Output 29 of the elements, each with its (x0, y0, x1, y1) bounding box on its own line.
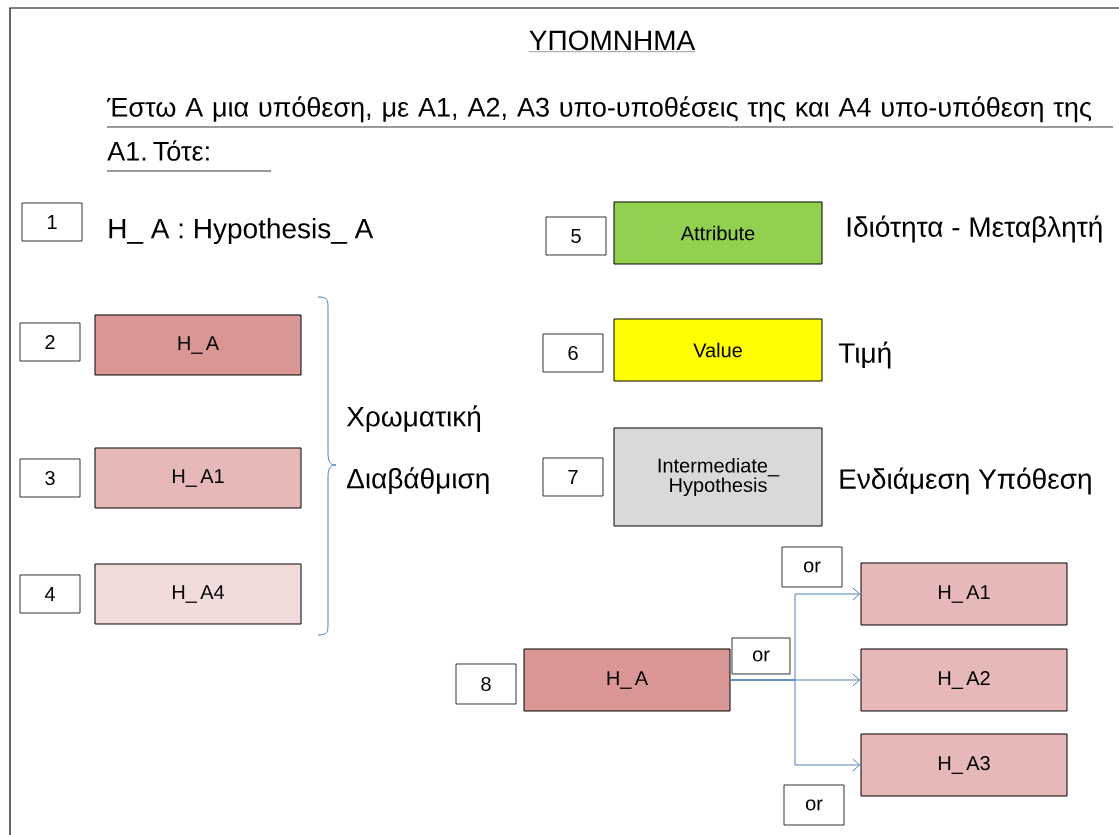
legend-box: Intermediate_ Hypothesis (613, 427, 823, 527)
hypothesis-box: H_ A (523, 648, 731, 712)
description: Ιδιότητα - Μεταβλητή (847, 215, 1102, 243)
number-box: 6 (542, 333, 604, 373)
hypothesis-box: H_ A1 (94, 447, 302, 509)
or-box: or (783, 784, 845, 826)
description: Τιμή (838, 341, 891, 369)
hypothesis-box: H_ A3 (860, 733, 1068, 797)
hypothesis-box: H_ A1 (860, 562, 1068, 626)
title: ΥΠΟΜΝΗΜΑ (528, 30, 696, 52)
description: H_ A : Hypothesis_ A (109, 217, 374, 245)
number-box: 7 (542, 457, 604, 497)
hypothesis-box: H_ A2 (860, 648, 1068, 712)
legend-box: Attribute (613, 201, 823, 265)
number-box: 2 (19, 322, 81, 362)
number-box: 4 (19, 574, 81, 614)
hypothesis-box: H_ A (94, 314, 302, 376)
or-box: or (781, 546, 843, 588)
description: Ενδιάμεση Υπόθεση (840, 467, 1091, 495)
bracket-label: Χρωματική Διαβάθμιση (346, 405, 489, 495)
arrow (730, 679, 861, 772)
number-box: 8 (455, 663, 517, 705)
number-box: 1 (21, 202, 83, 242)
or-box: or (731, 637, 791, 675)
note: Έστω Α μια υπόθεση, με Α1, Α2, Α3 υπο-υποθέσεις της και Α4 υπο-υπόθεση της Α1. Τότε: (107, 96, 1092, 161)
legend-box: Value (613, 318, 823, 382)
number-box: 3 (19, 458, 81, 498)
hypothesis-box: H_ A4 (94, 563, 302, 625)
number-box: 5 (545, 216, 607, 256)
